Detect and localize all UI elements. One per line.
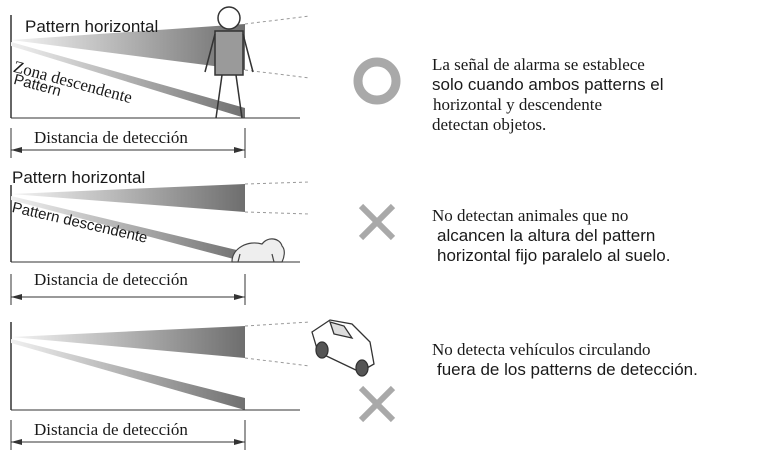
panel-1-description: La señal de alarma se establece solo cua… [432, 55, 664, 135]
distance-label: Distancia de detección [34, 270, 188, 289]
animal-figure [231, 238, 285, 263]
description-line: No detecta vehículos circulando [432, 340, 651, 359]
horizontal-beam [11, 184, 245, 212]
arrow-head-left [11, 294, 22, 300]
description-line: detectan objetos. [432, 115, 547, 134]
arrow-head-right [234, 439, 245, 445]
descending-beam [11, 42, 245, 118]
descending-beam [11, 339, 245, 410]
arrow-head-left [11, 439, 22, 445]
beam-extension [244, 15, 311, 25]
beam-extension [244, 69, 311, 79]
person-figure [204, 6, 254, 119]
description-line: solo cuando ambos patterns el [432, 75, 664, 94]
beam-extension [244, 181, 311, 185]
description-line: horizontal fijo paralelo al suelo. [437, 246, 671, 265]
distance-label: Distancia de detección [34, 420, 188, 439]
panel-2-diagram [10, 181, 311, 305]
ok-circle-icon [353, 57, 401, 105]
distance-label: Distancia de detección [34, 128, 188, 147]
beam-extension [244, 357, 311, 367]
beam-extension [244, 211, 311, 215]
arrow-head-right [234, 294, 245, 300]
arrow-head-right [234, 147, 245, 153]
car-figure [311, 319, 375, 377]
description-line: horizontal y descendente [433, 95, 602, 114]
cross-icon [358, 203, 396, 241]
panel-3-description: No detecta vehículos circulando fuera de… [432, 340, 698, 380]
panel-1-diagram [10, 6, 311, 158]
panel-3-diagram [10, 319, 375, 450]
horizontal-beam [11, 326, 245, 358]
description-line: fuera de los patterns de detección. [437, 360, 698, 379]
description-line: alcancen la altura del pattern [437, 226, 656, 245]
horizontal-beam [11, 24, 245, 70]
arrow-head-left [11, 147, 22, 153]
panel-2-description: No detectan animales que no alcancen la … [432, 206, 670, 266]
pattern-horizontal-label: Pattern horizontal [12, 168, 146, 187]
description-line: No detectan animales que no [432, 206, 629, 225]
descending-beam [11, 196, 245, 262]
cross-icon [358, 385, 396, 423]
beam-extension [244, 321, 311, 327]
pattern-horizontal-label: Pattern horizontal [25, 17, 159, 36]
description-line: La señal de alarma se establece [432, 55, 645, 74]
